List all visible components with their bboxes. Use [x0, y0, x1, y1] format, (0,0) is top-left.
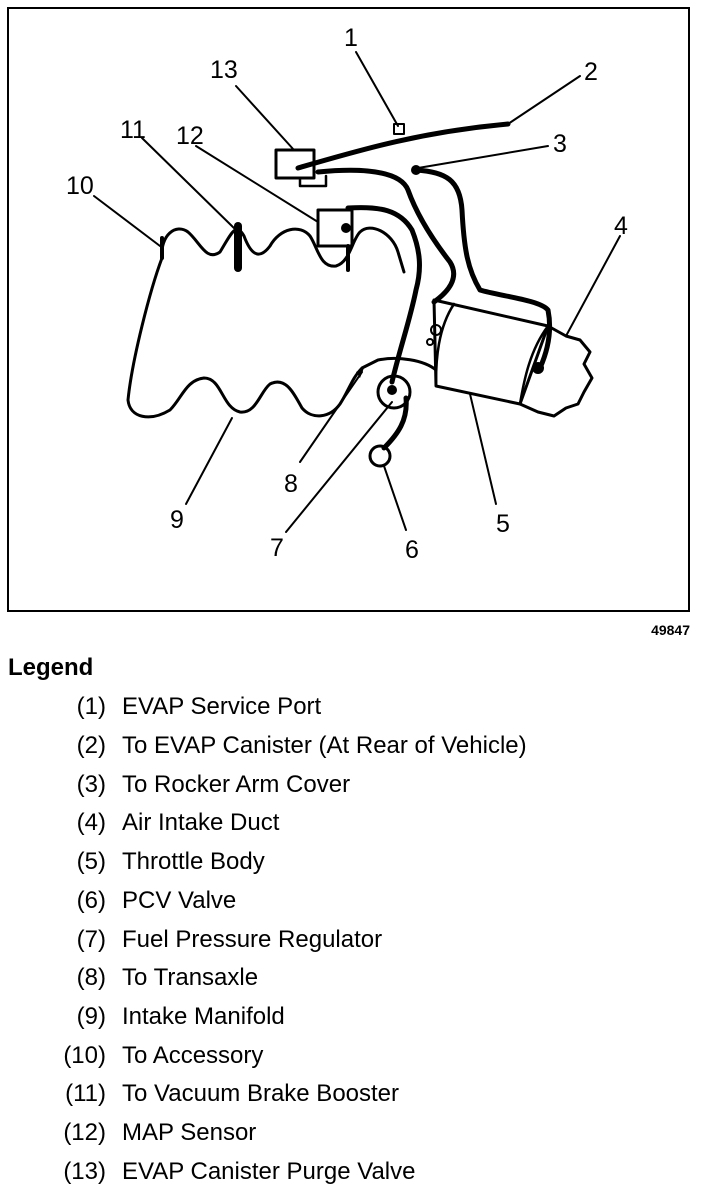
legend-item-text: Fuel Pressure Regulator — [122, 926, 383, 953]
legend-item: (10) To Accessory — [0, 1041, 704, 1071]
legend-item: (4) Air Intake Duct — [0, 808, 704, 838]
legend-item-number: (8) — [76, 964, 106, 991]
legend-item-number: (1) — [76, 693, 106, 720]
legend-item-text: EVAP Service Port — [122, 693, 322, 720]
hose-map-to-regulator — [345, 205, 422, 385]
legend-item-number: (4) — [76, 809, 106, 836]
callout-3: 3 — [553, 130, 567, 158]
legend-item-number: (12) — [63, 1119, 106, 1146]
map-sensor — [316, 208, 354, 248]
callout-13: 13 — [210, 56, 238, 84]
legend-item-text: Throttle Body — [122, 848, 265, 875]
legend-item: (5) Throttle Body — [0, 847, 704, 877]
legend-item: (12) MAP Sensor — [0, 1118, 704, 1148]
hose-evap-canister — [295, 121, 511, 171]
legend-title: Legend — [8, 654, 94, 681]
legend-item: (9) Intake Manifold — [0, 1002, 704, 1032]
callout-7: 7 — [270, 534, 284, 562]
legend-item-text: Intake Manifold — [122, 1003, 285, 1030]
legend-item: (3) To Rocker Arm Cover — [0, 770, 704, 800]
legend-item-text: To EVAP Canister (At Rear of Vehicle) — [122, 732, 527, 759]
legend-item-text: EVAP Canister Purge Valve — [122, 1158, 416, 1185]
legend-item: (8) To Transaxle — [0, 963, 704, 993]
hose-rocker-cover — [413, 167, 553, 371]
callout-5: 5 — [496, 510, 510, 538]
callout-6: 6 — [405, 536, 419, 564]
legend-item-text: To Transaxle — [122, 964, 259, 991]
callout-4: 4 — [614, 212, 628, 240]
legend-item: (11) To Vacuum Brake Booster — [0, 1079, 704, 1109]
intake-manifold — [126, 226, 438, 419]
callout-12: 12 — [176, 122, 204, 150]
legend-item-number: (13) — [63, 1158, 106, 1185]
legend-item-number: (3) — [76, 771, 106, 798]
vacuum-hose-diagram: 1 2 3 4 5 6 7 8 9 10 11 12 13 — [66, 24, 628, 564]
air-intake-duct — [518, 324, 594, 418]
callout-9: 9 — [170, 506, 184, 534]
legend-item-number: (10) — [63, 1042, 106, 1069]
figure-number: 49847 — [651, 622, 690, 638]
callout-1: 1 — [344, 24, 358, 52]
diagram-frame — [7, 7, 690, 612]
legend-item-number: (5) — [76, 848, 106, 875]
fuel-pressure-regulator — [376, 374, 412, 410]
legend-item-number: (6) — [76, 887, 106, 914]
legend-item-text: To Accessory — [122, 1042, 264, 1069]
legend-item-text: Air Intake Duct — [122, 809, 280, 836]
callout-10: 10 — [66, 172, 94, 200]
legend-item-number: (9) — [76, 1003, 106, 1030]
legend-item: (2) To EVAP Canister (At Rear of Vehicle) — [0, 731, 704, 761]
callout-11: 11 — [120, 116, 146, 144]
legend-item: (7) Fuel Pressure Regulator — [0, 925, 704, 955]
legend-item: (1) EVAP Service Port — [0, 692, 704, 722]
legend-item: (6) PCV Valve — [0, 886, 704, 916]
callout-2: 2 — [584, 58, 598, 86]
legend-item-text: MAP Sensor — [122, 1119, 257, 1146]
callout-8: 8 — [284, 470, 298, 498]
legend-item-text: To Vacuum Brake Booster — [122, 1080, 400, 1107]
legend-item-number: (7) — [76, 926, 106, 953]
legend-item-number: (2) — [76, 732, 106, 759]
throttle-body — [432, 298, 550, 406]
evap-service-port — [393, 123, 405, 135]
legend-item-number: (11) — [65, 1080, 106, 1107]
legend-item-text: To Rocker Arm Cover — [122, 771, 351, 798]
pcv-valve — [368, 444, 392, 468]
legend-item-text: PCV Valve — [122, 887, 237, 914]
legend-item: (13) EVAP Canister Purge Valve — [0, 1157, 704, 1187]
hose-purge-to-throttle — [315, 167, 457, 305]
